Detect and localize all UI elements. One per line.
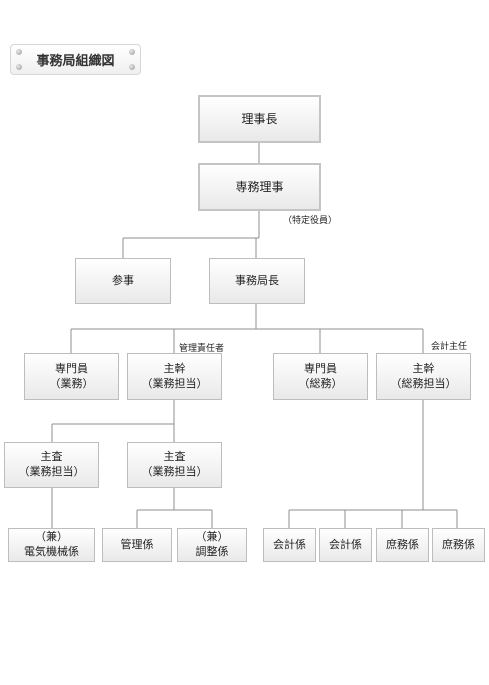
node-secretary-director: 専務理事 [198,163,321,211]
node-label: 会計係 [273,537,306,551]
node-general-affairs-1: 庶務係 [376,528,429,562]
node-inspector-left: 主査 （業務担当） [4,442,99,488]
note-specific-officer: （特定役員） [283,216,338,226]
node-counselor: 参事 [75,258,171,304]
node-secretariat-head: 事務局長 [209,258,305,304]
node-accounting-2: 会計係 [319,528,372,562]
chart-title: 事務局組織図 [36,54,115,69]
node-chairman: 理事長 [198,95,321,143]
decor-dot [16,64,22,70]
node-label: 主査 [40,450,63,464]
node-label: （兼） [195,530,229,544]
node-chief-general: 主幹 （総務担当） [376,353,471,400]
decor-dot [129,49,135,55]
chart-title-box: 事務局組織図 [10,44,141,75]
node-label: 理事長 [241,111,278,126]
node-management: 管理係 [102,528,172,562]
node-sublabel: （総務） [298,376,343,390]
node-label: 主幹 [163,361,186,375]
node-sublabel: 調整係 [195,545,229,558]
note-management-responsible: 管理責任者 [179,344,225,354]
node-label: 専門員 [55,361,88,375]
node-general-affairs-2: 庶務係 [432,528,485,562]
node-label: 参事 [112,273,134,287]
node-label: 主査 [163,450,186,464]
node-sublabel: 電気機械係 [24,545,79,558]
node-inspector-right: 主査 （業務担当） [127,442,222,488]
decor-dot [129,64,135,70]
node-label: 専門員 [304,361,337,375]
node-label: 庶務係 [386,537,419,551]
node-label: 専務理事 [235,179,284,194]
note-accounting-chief: 会計主任 [431,342,468,352]
node-accounting-1: 会計係 [263,528,316,562]
node-label: 事務局長 [235,273,279,287]
node-label: 庶務係 [442,537,475,551]
node-label: （兼） [35,530,68,544]
node-sublabel: （業務） [49,376,94,390]
node-electric-machinery: （兼） 電気機械係 [8,528,95,562]
node-sublabel: （業務担当） [141,465,208,478]
node-label: 会計係 [329,537,362,551]
node-label: 主幹 [412,361,435,375]
node-chief-business: 主幹 （業務担当） [127,353,222,400]
node-sublabel: （業務担当） [18,465,85,478]
node-label: 管理係 [120,537,154,551]
node-sublabel: （総務担当） [390,376,457,390]
decor-dot [16,49,22,55]
node-coordination: （兼） 調整係 [177,528,247,562]
node-sublabel: （業務担当） [141,376,208,390]
node-specialist-general: 専門員 （総務） [273,353,368,400]
node-specialist-business: 専門員 （業務） [24,353,119,400]
